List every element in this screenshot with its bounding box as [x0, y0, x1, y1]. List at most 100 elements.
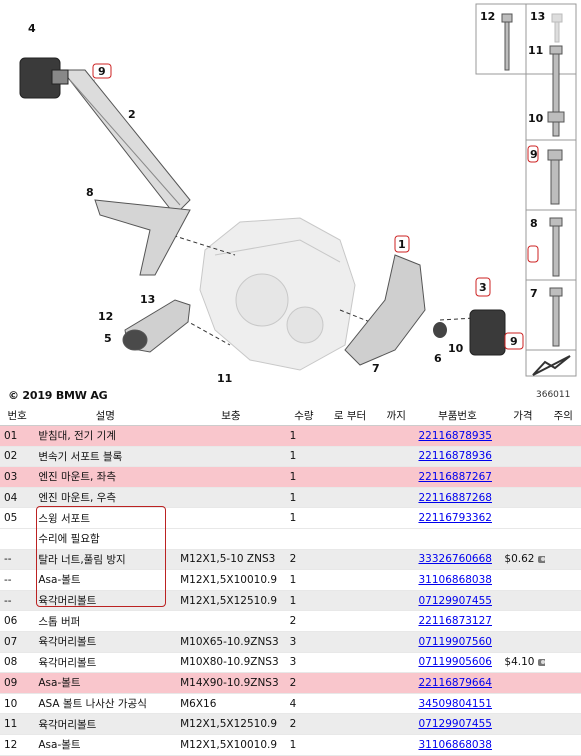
row-qty: 1	[285, 507, 323, 529]
row-price	[500, 569, 546, 591]
row-from	[322, 507, 378, 529]
part-number-link[interactable]: 22116878936	[418, 450, 492, 463]
row-supp-text: M12X1,5X10010.9	[180, 738, 278, 751]
row-price	[500, 590, 546, 612]
row-from	[322, 610, 378, 632]
callout-8: 8	[86, 186, 94, 199]
part-number-link[interactable]: 22116878935	[418, 429, 492, 442]
row-supp-text: M10X80-10.9ZNS3	[180, 656, 279, 669]
row-supp-text: M12X1,5X12510.9	[180, 594, 278, 607]
row-desc: 육각머리볼트	[34, 590, 177, 612]
row-desc-text: 엔진 마운트, 좌측	[38, 471, 116, 484]
row-qty-text: 1	[289, 470, 297, 483]
row-note	[545, 446, 581, 468]
row-supp	[176, 425, 286, 447]
support-beam-part-2[interactable]	[60, 69, 191, 216]
callout-12: 12	[98, 310, 113, 323]
part-number-link[interactable]: 22116887267	[418, 470, 492, 483]
engine-mount-part-4[interactable]	[19, 57, 69, 99]
part-number-link[interactable]: 33326760668	[418, 553, 492, 566]
callout-5: 5	[104, 332, 112, 345]
table-header-row: 번호 설명 보충 수량 로 부터 까지 부품번호 가격 주의	[0, 405, 581, 426]
row-qty-text: 3	[289, 656, 297, 669]
row-price: $4.10	[500, 652, 546, 674]
row-price	[500, 446, 546, 468]
part-number-link[interactable]: 07129907455	[418, 718, 492, 731]
row-note	[545, 693, 581, 715]
diagram-id: 366011	[536, 390, 571, 400]
row-to	[377, 631, 415, 653]
row-desc: ASA 볼트 나사산 가공식	[34, 693, 177, 715]
row-qty: 2	[285, 713, 323, 735]
header-num: 번호	[0, 405, 35, 426]
row-supp: M12X1,5X10010.9	[176, 734, 286, 756]
row-num: 10	[0, 693, 35, 715]
row-num: 04	[0, 487, 35, 509]
part-number-link[interactable]: 22116793362	[418, 512, 492, 525]
row-num-text: 12	[4, 738, 18, 751]
row-supp	[176, 528, 286, 550]
part-number-link[interactable]: 07119907560	[418, 635, 492, 648]
callout-4: 4	[28, 22, 36, 35]
row-num: 01	[0, 425, 35, 447]
row-price	[500, 425, 546, 447]
part-number-link[interactable]: 22116887268	[418, 491, 492, 504]
part-number-link[interactable]: 07129907455	[418, 594, 492, 607]
table-row[interactable]: 03 엔진 마운트, 좌측 1 22116887267	[0, 466, 581, 488]
row-desc-text: 수리에 필요함	[38, 533, 100, 546]
row-supp-text: M12X1,5-10 ZNS3	[180, 553, 276, 566]
transmission-illustration	[199, 217, 356, 371]
engine-mount-part-3[interactable]	[469, 309, 506, 356]
row-supp-text: M6X16	[180, 697, 217, 710]
support-part-1[interactable]	[344, 254, 426, 366]
header-supp: 보충	[176, 405, 286, 426]
bracket-part-8[interactable]	[94, 199, 191, 276]
row-to	[377, 528, 415, 550]
header-desc: 설명	[34, 405, 177, 426]
row-qty: 1	[285, 569, 323, 591]
row-qty-text: 2	[289, 718, 297, 731]
callout-9-left: 9	[98, 65, 106, 78]
row-supp-text: M12X1,5X12510.9	[180, 718, 278, 731]
stop-buffer-part-6[interactable]	[433, 322, 447, 338]
row-desc-text: 육각머리볼트	[38, 595, 97, 608]
callout-6: 6	[434, 352, 442, 365]
part-number-link[interactable]: 31106868038	[418, 573, 492, 586]
camera-icon[interactable]	[538, 658, 546, 666]
row-partno: 34509804151	[414, 693, 501, 715]
part-number-link[interactable]: 31106868038	[418, 738, 492, 751]
part-number-link[interactable]: 34509804151	[418, 697, 492, 710]
header-partno: 부품번호	[414, 405, 501, 426]
part-number-link[interactable]: 22116879664	[418, 676, 492, 689]
row-to	[377, 507, 415, 529]
row-qty-text: 4	[289, 697, 297, 710]
table-row[interactable]: 수리에 필요함	[0, 528, 581, 550]
row-price	[500, 466, 546, 488]
swing-support-part-5[interactable]	[122, 299, 191, 353]
row-num-text: 03	[4, 470, 18, 483]
row-desc-text: 탈라 너트,풀림 방지	[38, 553, 126, 566]
camera-icon[interactable]	[538, 555, 546, 563]
row-note	[545, 487, 581, 509]
row-qty-text: 1	[289, 429, 297, 442]
part-number-link[interactable]: 22116873127	[418, 615, 492, 628]
callout-1: 1	[398, 238, 406, 251]
row-desc: 수리에 필요함	[34, 528, 177, 550]
row-supp-text: M10X65-10.9ZNS3	[180, 635, 279, 648]
part-number-link[interactable]: 07119905606	[418, 656, 492, 669]
row-desc-text: 스윙 서포트	[38, 512, 90, 525]
